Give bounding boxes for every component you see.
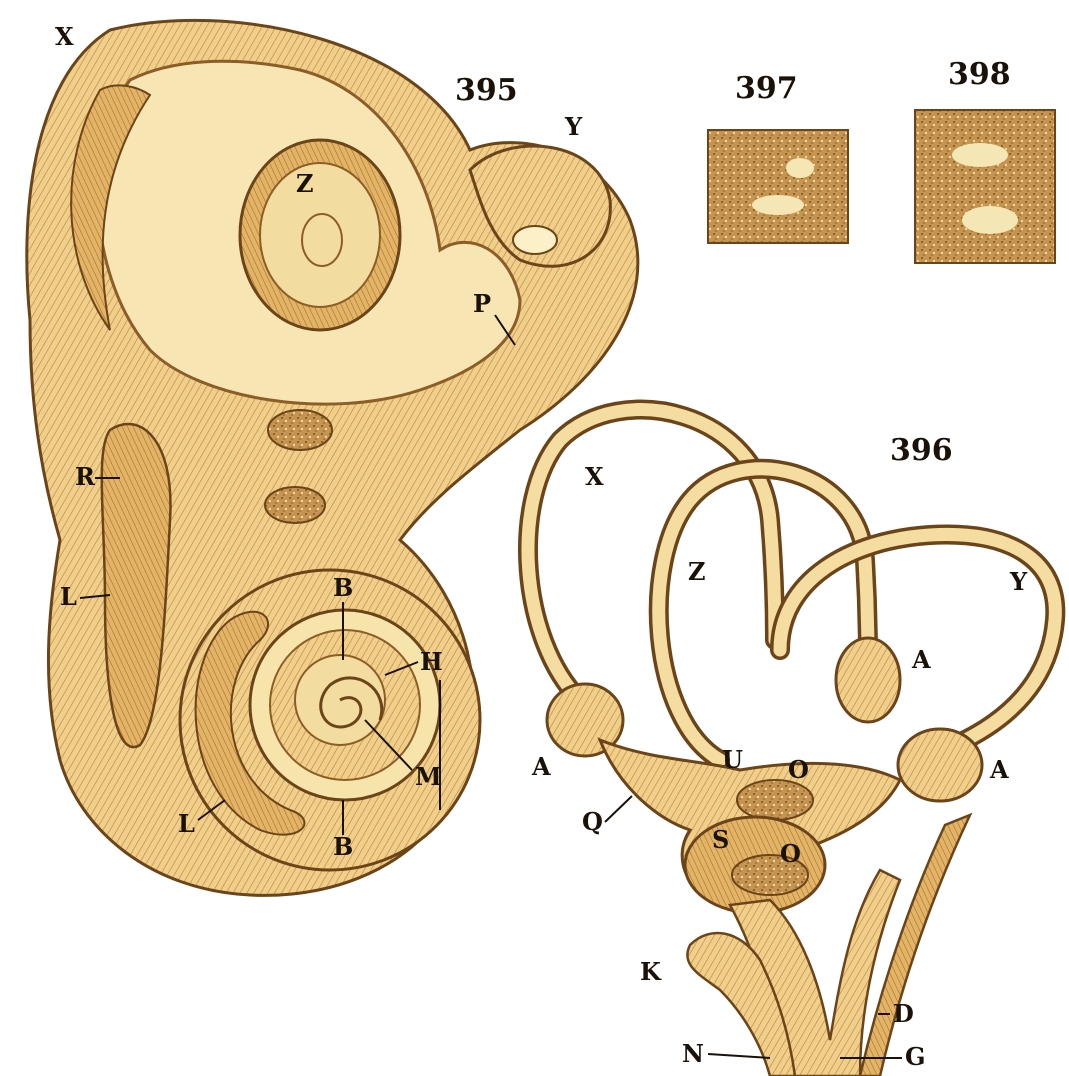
label-395-Y: Y [564,112,583,141]
figure-396: 396 X Y Z A A A U O S O [528,410,1055,1076]
label-396-O-upper: O [788,755,809,784]
label-395-M: M [415,762,442,791]
macula-spot-397-upper [786,158,814,178]
otolith-lower [265,487,325,523]
label-396-A-left: A [531,752,551,781]
utricle-core [260,163,380,307]
macula-spot-398-upper [952,143,1008,167]
macula-section-397 [708,130,848,243]
otolith-o-upper [737,780,813,820]
label-395-L-lower: L [178,809,195,838]
figure-397: 397 [708,71,848,243]
label-395-R: R [75,462,96,491]
label-396-A-right: A [989,755,1009,784]
label-395-X: X [55,22,74,51]
label-396-Y: Y [1009,567,1028,596]
macula-section-398 [915,110,1055,263]
label-396-D: D [893,999,914,1028]
label-396-U: U [722,745,743,774]
otolith-upper [268,410,332,450]
figure-number-398: 398 [948,57,1011,92]
label-396-Z: Z [688,557,706,586]
figure-number-396: 396 [890,433,953,468]
label-396-G: G [905,1042,926,1071]
macula-spot-397-lower [752,195,804,215]
macula-spot-398-lower [962,206,1018,234]
label-396-S: S [712,825,729,854]
label-395-P: P [473,289,491,318]
label-396-Q: Q [582,807,603,836]
label-396-K: K [640,957,662,986]
figure-number-395: 395 [455,73,518,108]
label-395-Z: Z [296,169,314,198]
label-395-L-upper: L [60,582,77,611]
ampulla-right [898,729,982,801]
label-396-O-lower: O [780,839,801,868]
ampulla-center [836,638,900,722]
label-396-N: N [682,1039,704,1068]
label-395-H: H [420,647,443,676]
label-396-X: X [585,462,604,491]
figure-number-397: 397 [735,71,798,106]
leader-396-N [708,1054,770,1058]
canal-loop-y-opening [513,226,557,254]
label-396-A-center: A [911,645,931,674]
leader-396-Q [605,796,632,822]
label-395-B-lower: B [333,832,353,861]
figure-398: 398 [915,57,1055,263]
label-395-B-upper: B [333,573,353,602]
